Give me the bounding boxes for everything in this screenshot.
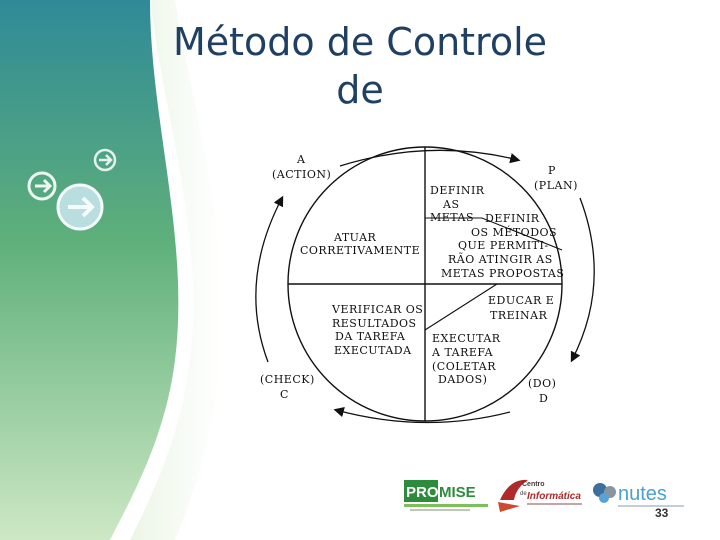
svg-text:Informática: Informática <box>527 491 581 502</box>
plan-methods-5: METAS PROPOSTAS <box>441 267 564 280</box>
svg-text:de: de <box>520 491 527 497</box>
cycle-arrow-right <box>570 197 595 363</box>
plan-goals-2: AS <box>442 198 459 211</box>
do-execute-2: A TAREFA <box>431 346 494 359</box>
arrow-icon-small <box>93 148 117 172</box>
action-letter: A <box>296 153 306 166</box>
svg-text:MISE: MISE <box>439 484 476 501</box>
do-execute-3: (COLETAR <box>432 360 496 373</box>
plan-methods-4: RÃO ATINGIR AS <box>448 252 553 266</box>
nutes-logo: nutes <box>593 483 684 507</box>
page-number: 33 <box>655 506 669 520</box>
arrow-icon-large <box>56 183 104 231</box>
title-line-1: Método de Controle de <box>172 20 548 112</box>
plan-methods-1: DEFINIR <box>485 212 540 225</box>
check-label: (CHECK) <box>260 373 315 386</box>
action-text-1: ATUAR <box>333 231 377 244</box>
do-train-2: TREINAR <box>490 309 548 322</box>
footer-logos: PRO MISE Centro de Informática nutes <box>404 479 684 512</box>
do-execute-4: DADOS) <box>438 373 487 386</box>
promise-logo: PRO MISE <box>404 480 488 511</box>
check-text-4: EXECUTADA <box>334 344 412 357</box>
plan-goals-3: METAS <box>430 211 474 224</box>
do-label: (DO) <box>528 377 556 390</box>
svg-text:Centro: Centro <box>522 481 545 488</box>
check-letter: C <box>280 388 289 401</box>
plan-label: (PLAN) <box>534 179 578 192</box>
plan-methods-3: QUE PERMITI- <box>458 239 549 252</box>
action-label: (ACTION) <box>272 168 331 181</box>
plan-inner-divider <box>425 217 563 251</box>
plan-methods-2: OS MÉTODOS <box>471 225 557 239</box>
svg-text:PRO: PRO <box>406 484 439 501</box>
sidebar-band <box>0 0 179 540</box>
plan-goals-1: DEFINIR <box>430 184 485 197</box>
check-text-2: RESULTADOS <box>332 317 417 330</box>
action-text-2: CORRETIVAMENTE <box>300 244 420 257</box>
cycle-arrow-top <box>339 149 521 167</box>
do-execute-1: EXECUTAR <box>432 332 501 345</box>
do-inner-divider <box>424 283 498 331</box>
sidebar-swoosh <box>130 0 223 540</box>
svg-text:nutes: nutes <box>618 483 667 505</box>
cycle-arrow-bottom <box>333 407 511 424</box>
cycle-arrow-left <box>255 195 284 363</box>
arrow-icon-medium <box>27 171 57 201</box>
do-letter: D <box>539 392 548 405</box>
check-text-1: VERIFICAR OS <box>331 303 423 316</box>
centro-informatica-logo: Centro de Informática <box>498 479 582 512</box>
diagram-panel <box>243 120 621 430</box>
do-train-1: EDUCAR E <box>488 294 554 307</box>
check-text-3: DA TAREFA <box>335 330 406 343</box>
plan-letter: P <box>548 164 556 177</box>
